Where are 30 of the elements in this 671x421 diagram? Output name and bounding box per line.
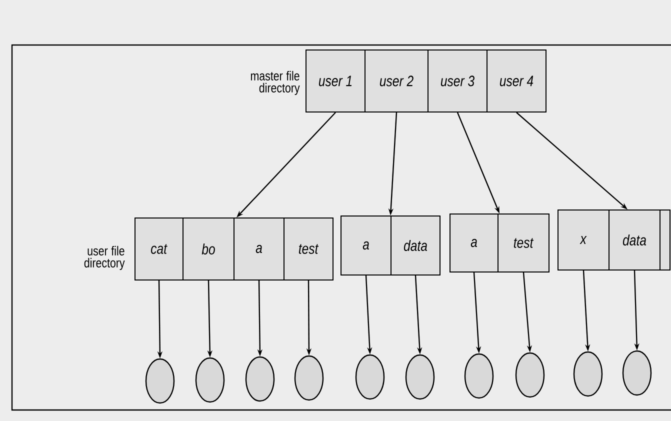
- table-cell: user 3: [428, 50, 488, 112]
- table-cell: user 2: [364, 50, 428, 112]
- table-cell: user 4: [486, 50, 546, 112]
- file-ellipse: [294, 355, 324, 401]
- file-ellipse: [573, 351, 603, 397]
- table-cell: bo: [182, 218, 234, 280]
- table-cell: [660, 210, 670, 270]
- table-cell: a: [234, 218, 284, 280]
- table-cell: cat: [134, 218, 184, 280]
- file-ellipse: [622, 350, 652, 396]
- directory-table: [558, 210, 670, 270]
- file-ellipse: [515, 352, 545, 398]
- file-ellipse: [355, 354, 385, 400]
- file-ellipse: [464, 353, 494, 399]
- table-cell: data: [608, 210, 660, 270]
- directory-label: user file directory: [84, 246, 125, 270]
- table-cell: user 1: [306, 50, 366, 112]
- file-ellipse: [245, 356, 275, 402]
- directory-label: master file directory: [250, 70, 300, 96]
- table-cell: x: [558, 210, 610, 270]
- directory-table: [340, 216, 440, 276]
- table-cell: test: [498, 214, 550, 272]
- file-ellipse: [145, 358, 175, 404]
- directory-table: [450, 214, 550, 272]
- table-cell: test: [284, 218, 334, 280]
- file-ellipse: [405, 354, 435, 400]
- file-ellipse: [195, 357, 225, 403]
- table-cell: data: [390, 216, 440, 276]
- table-cell: a: [340, 216, 392, 276]
- table-cell: a: [450, 214, 498, 272]
